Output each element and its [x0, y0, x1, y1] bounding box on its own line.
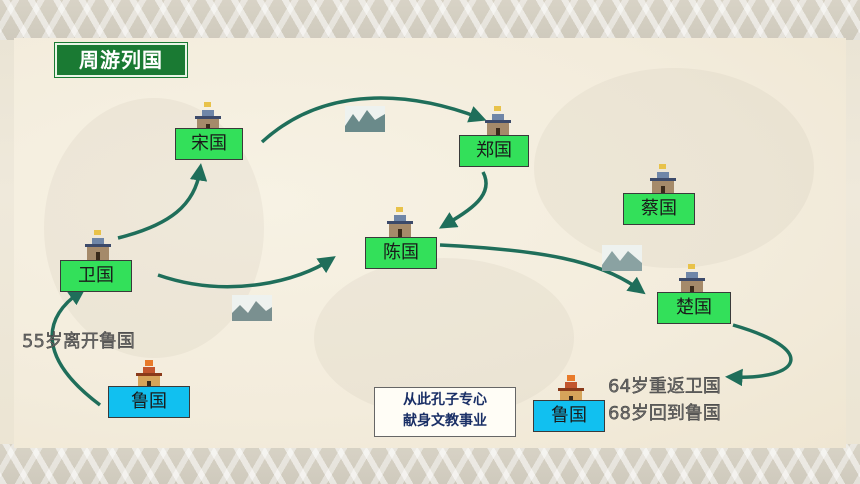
motto-box: 从此孔子专心 献身文教事业	[374, 387, 516, 437]
arrow-lu-to-wei	[50, 287, 102, 407]
motto-line-1: 从此孔子专心	[403, 392, 487, 408]
state-label-zheng: 郑国	[459, 135, 529, 167]
castle-icon	[136, 360, 162, 389]
state-label-chu: 楚国	[657, 292, 731, 324]
page-title: 周游列国	[55, 43, 187, 77]
castle-icon	[679, 264, 705, 294]
state-label-lu-start: 鲁国	[108, 386, 190, 418]
arrow-wei-to-song	[117, 163, 208, 240]
arrow-song-to-zheng	[260, 96, 487, 144]
landscape-icon	[345, 106, 385, 132]
landscape-icon	[232, 295, 272, 321]
castle-icon	[650, 164, 676, 194]
arrow-chen-to-chu	[439, 243, 646, 295]
arrow-zheng-to-chen	[438, 171, 488, 229]
arrow-chu-to-lu	[725, 323, 793, 387]
motto-line-2: 献身文教事业	[403, 413, 487, 429]
state-label-wei: 卫国	[60, 260, 132, 292]
top-decorative-band	[0, 0, 860, 40]
note-return-wei: 64岁重返卫国	[608, 376, 721, 397]
state-label-cai: 蔡国	[623, 193, 695, 225]
state-label-lu-end: 鲁国	[533, 400, 605, 432]
castle-icon	[387, 207, 413, 237]
landscape-icon	[602, 245, 642, 271]
state-label-chen: 陈国	[365, 237, 437, 269]
state-label-song: 宋国	[175, 128, 243, 160]
bottom-decorative-band	[0, 444, 860, 484]
castle-icon	[85, 230, 111, 260]
castle-icon	[485, 106, 511, 136]
note-leave-lu: 55岁离开鲁国	[22, 331, 135, 352]
note-return-lu: 68岁回到鲁国	[608, 403, 721, 424]
arrow-wei-to-chen	[157, 256, 336, 289]
